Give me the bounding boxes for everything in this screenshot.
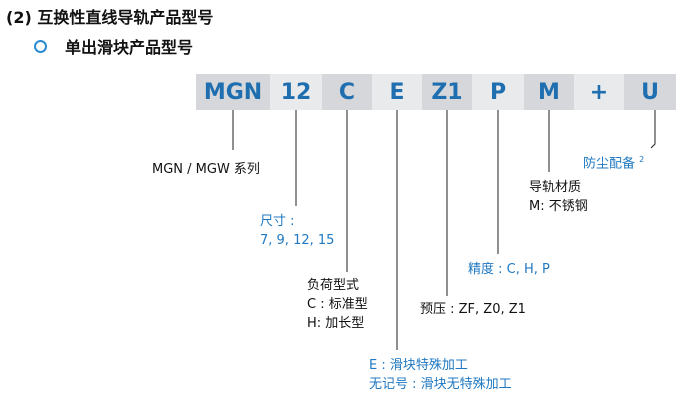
label-special-none: 无记号 : 滑块无特殊加工 xyxy=(369,377,512,392)
subsection-title: 单出滑块产品型号 xyxy=(34,34,193,58)
label-load: 负荷型式 C : 标准型 H: 加长型 xyxy=(307,276,368,333)
code-precision: P xyxy=(472,74,524,110)
code-size: 12 xyxy=(270,74,322,110)
label-preload: 预压 : ZF, Z0, Z1 xyxy=(420,302,526,317)
label-special: E : 滑块特殊加工 无记号 : 滑块无特殊加工 xyxy=(369,356,512,394)
section-title: (2) 互换性直线导轨产品型号 xyxy=(6,8,214,27)
code-rail: M xyxy=(524,74,574,110)
code-plus: + xyxy=(574,74,624,110)
label-series: MGN / MGW 系列 xyxy=(152,162,260,177)
subsection-title-text: 单出滑块产品型号 xyxy=(65,38,194,57)
label-rail: 导轨材质 M: 不锈钢 xyxy=(529,178,588,216)
label-size-values: 7, 9, 12, 15 xyxy=(260,233,335,248)
label-load-c: C : 标准型 xyxy=(307,297,368,312)
label-size-title: 尺寸 : xyxy=(260,214,295,229)
label-precision: 精度 : C, H, P xyxy=(468,262,550,277)
code-special: E xyxy=(372,74,422,110)
label-rail-title: 导轨材质 xyxy=(529,180,582,195)
label-size: 尺寸 : 7, 9, 12, 15 xyxy=(260,212,334,250)
label-dust-note: 2 xyxy=(639,155,645,164)
label-dust-text: 防尘配备 xyxy=(583,156,636,172)
code-series: MGN xyxy=(196,74,270,110)
line-dust xyxy=(650,110,656,149)
code-dust: U xyxy=(624,74,676,110)
label-load-h: H: 加长型 xyxy=(307,316,365,331)
label-dust: 防尘配备 2 xyxy=(583,150,644,173)
code-preload: Z1 xyxy=(422,74,472,110)
code-load-type: C xyxy=(322,74,372,110)
label-special-e: E : 滑块特殊加工 xyxy=(369,358,468,373)
label-load-title: 负荷型式 xyxy=(307,278,360,293)
label-rail-m: M: 不锈钢 xyxy=(529,199,588,214)
circle-bullet-icon xyxy=(34,39,47,53)
